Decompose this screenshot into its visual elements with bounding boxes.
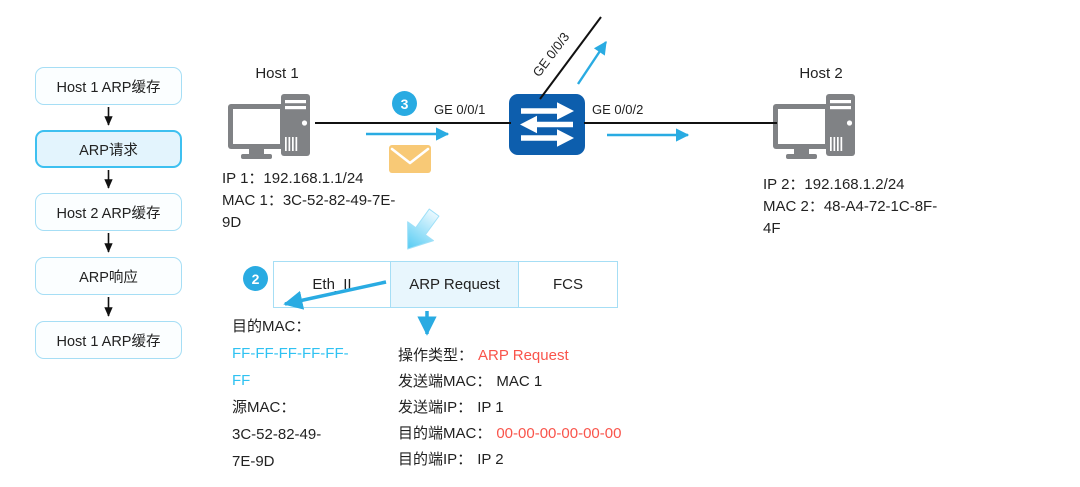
- host2-mac: MAC 2：48-A4-72-1C-8F-: [763, 198, 938, 215]
- host2-label: Host 2: [799, 65, 843, 82]
- arp-detail-line-2: 发送端MAC：MAC 1: [398, 369, 621, 395]
- arp-detail-value: MAC 1: [496, 373, 543, 390]
- host1-ip: IP 1：192.168.1.1/24: [222, 170, 364, 187]
- flow-step-5: Host 1 ARP缓存: [35, 321, 182, 359]
- arp-detail-line-1: 操作类型：ARP Request: [398, 343, 621, 369]
- port-label-ge003: GE 0/0/3: [529, 29, 573, 80]
- eth-detail-line-3: FF: [232, 372, 251, 389]
- eth-detail-line-4: 源MAC：: [232, 399, 296, 416]
- host1-label: Host 1: [255, 65, 299, 82]
- eth-detail-line-6: 7E-9D: [232, 453, 275, 470]
- eth-detail-line-5: 3C-52-82-49-: [232, 426, 322, 443]
- arp-detail-value: IP 1: [477, 399, 504, 416]
- packet-cell-arp-request: ARP Request: [391, 262, 519, 307]
- arp-detail-value: ARP Request: [478, 347, 569, 364]
- host1-info: IP 1：192.168.1.1/24 MAC 1：3C-52-82-49-7E…: [222, 168, 395, 234]
- host2-ip: IP 2：192.168.1.2/24: [763, 176, 905, 193]
- host1-mac: MAC 1：3C-52-82-49-7E-: [222, 192, 396, 209]
- host1-computer-icon: [228, 94, 310, 159]
- arp-detail-line-5: 目的端IP：IP 2: [398, 447, 621, 473]
- unpack-arrow-icon: [407, 208, 440, 250]
- host2-computer-icon: [773, 94, 855, 159]
- host1-mac-wrap: 9D: [222, 214, 242, 231]
- flow-step-1: Host 1 ARP缓存: [35, 67, 182, 105]
- host2-info: IP 2：192.168.1.2/24 MAC 2：48-A4-72-1C-8F…: [763, 174, 937, 240]
- flow-step-3: Host 2 ARP缓存: [35, 193, 182, 231]
- arp-detail-label: 目的端IP：: [398, 451, 473, 468]
- packet-structure-table: Eth_II ARP Request FCS: [273, 261, 618, 308]
- arp-detail-value: 00-00-00-00-00-00: [496, 425, 622, 442]
- arp-detail-line-3: 发送端IP：IP 1: [398, 395, 621, 421]
- eth-detail-line-2: FF-FF-FF-FF-FF-: [232, 345, 349, 362]
- arp-detail-label: 发送端IP：: [398, 399, 473, 416]
- arp-detail-label: 目的端MAC：: [398, 425, 492, 442]
- switch-icon: [509, 94, 585, 155]
- traffic-arrow-uplink: [577, 41, 607, 85]
- packet-cell-fcs: FCS: [553, 276, 583, 293]
- eth-detail-line-1: 目的MAC：: [232, 318, 311, 335]
- port-label-ge001: GE 0/0/1: [434, 102, 486, 117]
- host2-mac-wrap: 4F: [763, 220, 781, 237]
- packet-cell-eth: Eth_II: [274, 262, 391, 307]
- flow-step-4: ARP响应: [35, 257, 182, 295]
- envelope-icon: [389, 145, 431, 173]
- arp-detail-line-4: 目的端MAC：00-00-00-00-00-00: [398, 421, 621, 447]
- step-badge-3: 3: [392, 91, 417, 116]
- arp-detail-value: IP 2: [477, 451, 504, 468]
- step-badge-2: 2: [243, 266, 268, 291]
- port-label-ge002: GE 0/0/2: [592, 102, 644, 117]
- eth-header-details: 目的MAC： FF-FF-FF-FF-FF- FF 源MAC： 3C-52-82-49-…: [232, 313, 349, 475]
- arp-detail-label: 发送端MAC：: [398, 373, 492, 390]
- flow-step-2: ARP请求: [35, 130, 182, 168]
- arp-detail-label: 操作类型：: [398, 347, 474, 364]
